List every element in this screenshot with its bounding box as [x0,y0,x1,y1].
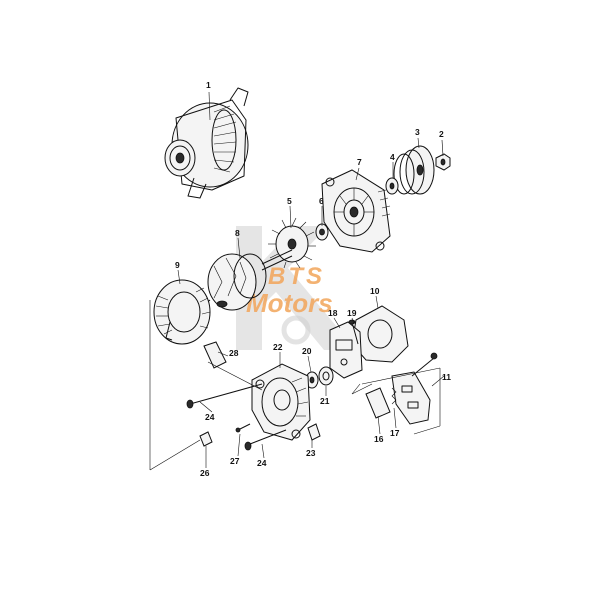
callout-11: 11 [442,372,451,382]
part-7-drive-end-housing [321,169,391,253]
callout-7: 7 [357,157,362,167]
callout-4: 4 [390,152,395,162]
callout-24-upper: 24 [205,412,215,422]
part-5-fan [268,217,316,269]
callout-labels: 1 2 3 4 5 6 7 8 9 10 11 16 17 18 19 20 2… [175,80,451,478]
part-6-bearing [315,223,329,241]
part-1-alternator-assembly [164,87,249,199]
callout-20: 20 [302,346,312,356]
callout-10: 10 [370,286,380,296]
part-2-nut [435,153,451,171]
watermark-text-motors: Motors [246,288,333,318]
part-20-bearing [305,371,319,389]
part-16-brush [365,387,391,419]
part-28-bracket [203,341,227,369]
callout-28: 28 [229,348,239,358]
callout-17: 17 [390,428,400,438]
assembly-frame-lines [149,300,441,471]
part-21-seal [318,366,334,386]
callout-21: 21 [320,396,330,406]
callout-22: 22 [273,342,283,352]
part-23-terminal [307,423,321,441]
callout-2: 2 [439,129,444,139]
watermark-circle [281,315,311,345]
callout-1: 1 [206,80,211,90]
part-24-bolt-upper [186,383,263,409]
callout-23: 23 [306,448,316,458]
callout-8: 8 [235,228,240,238]
watermark-text-bts: BTS [268,263,325,290]
callout-27: 27 [230,456,240,466]
part-22-slip-ring-end-housing [251,363,311,441]
callout-26: 26 [200,468,210,478]
callout-9: 9 [175,260,180,270]
callout-19: 19 [347,308,357,318]
watermark-k-shape [236,226,356,350]
part-27-pin [235,423,251,433]
part-4-spacer [385,177,399,195]
callout-16: 16 [374,434,384,444]
part-3-pulley [393,145,435,195]
part-18-brush-holder [329,321,363,379]
part-17-spring [391,387,397,405]
part-11-regulator-kit [391,352,438,425]
part-9-stator [153,279,211,345]
callout-5: 5 [287,196,292,206]
callout-24-lower: 24 [257,458,267,468]
part-24-bolt-lower [244,429,287,451]
callout-3: 3 [415,127,420,137]
callout-18: 18 [328,308,338,318]
callout-6: 6 [319,196,324,206]
part-26-clip [199,431,213,447]
leader-lines [177,91,445,468]
